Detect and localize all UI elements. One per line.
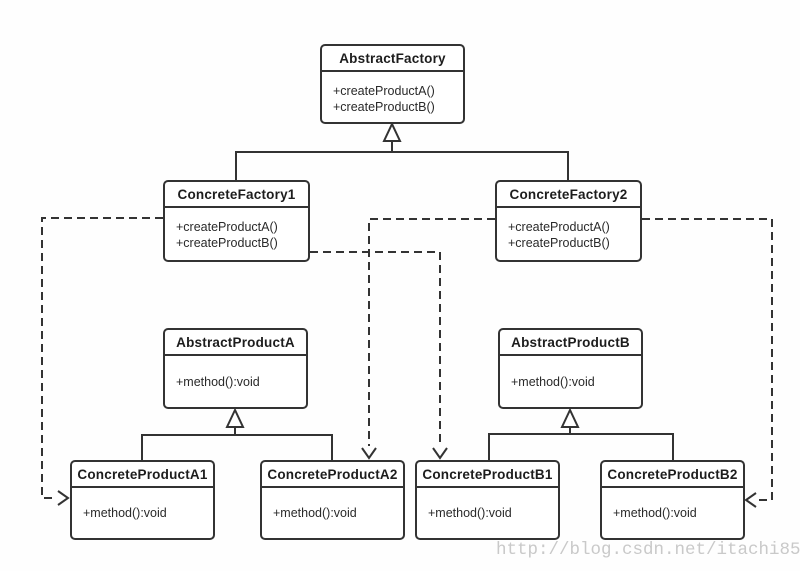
watermark: http://blog.csdn.net/itachi85: [496, 540, 800, 560]
dependency-arrow-factory1-productA1: [41, 217, 163, 506]
class-title: ConcreteProductB2: [602, 462, 743, 488]
dependency-arrow-factory2-productA2: [361, 218, 495, 460]
dependency-arrow-factory1-productB1: [310, 251, 448, 460]
class-method: +method():void: [511, 375, 595, 389]
class-method: +createProductB(): [508, 236, 610, 250]
class-title: AbstractFactory: [322, 46, 463, 72]
class-method: +createProductA(): [176, 220, 278, 234]
class-title: ConcreteFactory2: [497, 182, 640, 208]
inheritance-connector-factories: [235, 121, 569, 180]
class-method: +createProductA(): [508, 220, 610, 234]
class-title: ConcreteProductB1: [417, 462, 558, 488]
class-title: ConcreteFactory1: [165, 182, 308, 208]
class-method: +method():void: [83, 506, 167, 520]
class-box-concrete-product-a2: ConcreteProductA2 +method():void: [260, 460, 405, 540]
class-method: +createProductA(): [333, 84, 435, 98]
class-box-abstract-factory: AbstractFactory +createProductA() +creat…: [320, 44, 465, 124]
class-box-concrete-product-b2: ConcreteProductB2 +method():void: [600, 460, 745, 540]
class-title: AbstractProductB: [500, 330, 641, 356]
class-box-abstract-product-b: AbstractProductB +method():void: [498, 328, 643, 409]
class-box-concrete-product-b1: ConcreteProductB1 +method():void: [415, 460, 560, 540]
class-title: AbstractProductA: [165, 330, 306, 356]
inheritance-connector-product-b: [488, 407, 674, 460]
class-method: +method():void: [428, 506, 512, 520]
class-title: ConcreteProductA1: [72, 462, 213, 488]
class-method: +createProductB(): [333, 100, 435, 114]
class-box-concrete-factory-2: ConcreteFactory2 +createProductA() +crea…: [495, 180, 642, 262]
class-method: +method():void: [273, 506, 357, 520]
dependency-arrow-factory2-productB2: [642, 218, 773, 508]
inheritance-connector-product-a: [141, 407, 333, 460]
class-box-abstract-product-a: AbstractProductA +method():void: [163, 328, 308, 409]
class-method: +method():void: [176, 375, 260, 389]
class-title: ConcreteProductA2: [262, 462, 403, 488]
class-method: +createProductB(): [176, 236, 278, 250]
class-method: +method():void: [613, 506, 697, 520]
class-box-concrete-factory-1: ConcreteFactory1 +createProductA() +crea…: [163, 180, 310, 262]
class-box-concrete-product-a1: ConcreteProductA1 +method():void: [70, 460, 215, 540]
